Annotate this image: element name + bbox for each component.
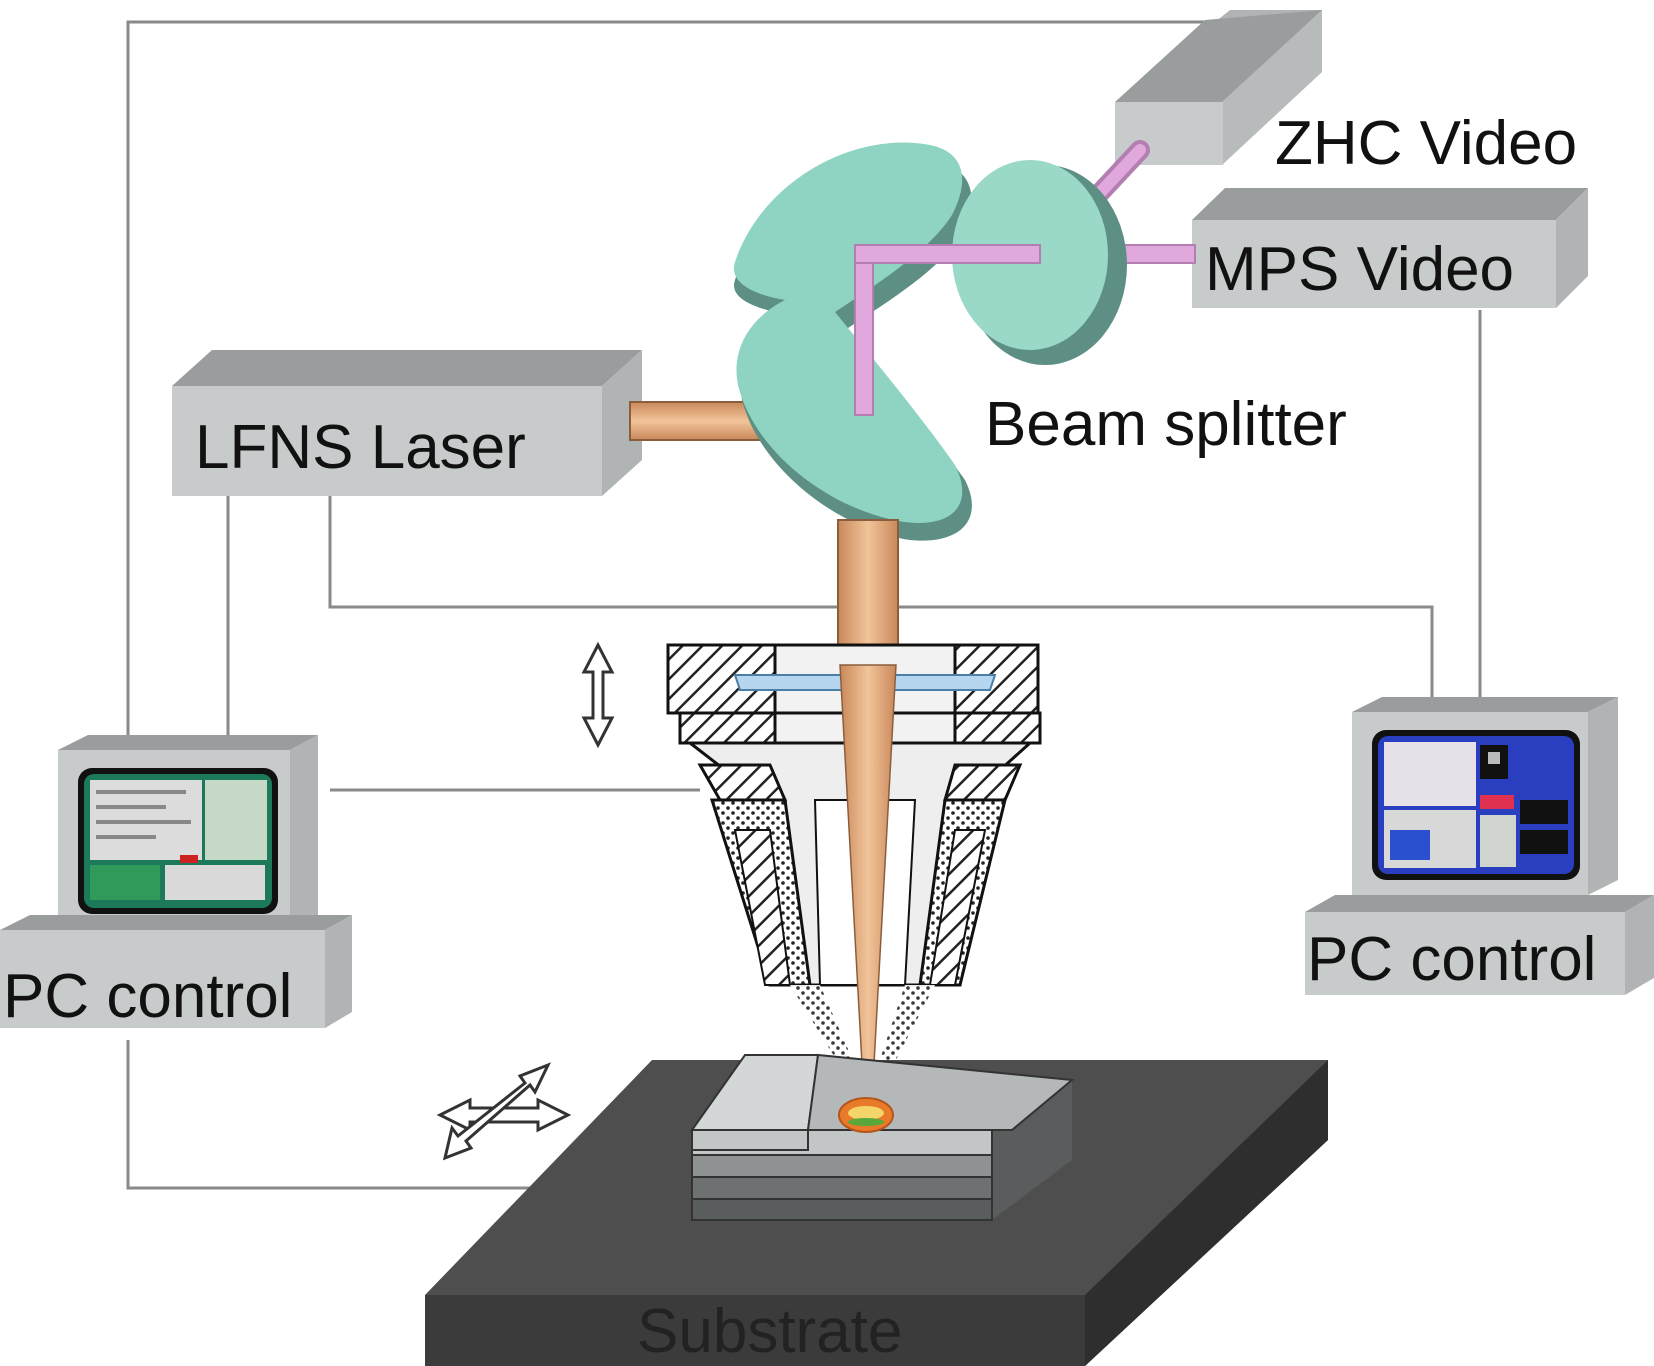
workpiece-layers	[690, 1053, 1075, 1221]
lfns-laser-label: LFNS Laser	[195, 413, 526, 482]
double-arrow-vertical-icon	[581, 641, 615, 749]
mps-video-label: MPS Video	[1205, 235, 1514, 304]
pc-control-right-label: PC control	[1307, 925, 1596, 994]
pc-control-left-label: PC control	[3, 962, 292, 1031]
melt-pool	[838, 1097, 894, 1133]
xy-cross-arrow-icon	[436, 1062, 572, 1161]
beam-splitter-label: Beam splitter	[985, 390, 1347, 459]
left-pc	[0, 735, 352, 1028]
substrate-label: Substrate	[637, 1297, 902, 1366]
lfns-laser	[172, 350, 642, 496]
wire-left-pc-to-stage	[126, 1040, 540, 1190]
beam-splitter-optics	[733, 142, 1127, 541]
mps-video-camera	[1192, 188, 1588, 308]
zhc-video-label: ZHC Video	[1275, 109, 1577, 178]
right-pc	[1305, 697, 1654, 995]
wire-zhc-to-left-pc	[126, 20, 1235, 735]
